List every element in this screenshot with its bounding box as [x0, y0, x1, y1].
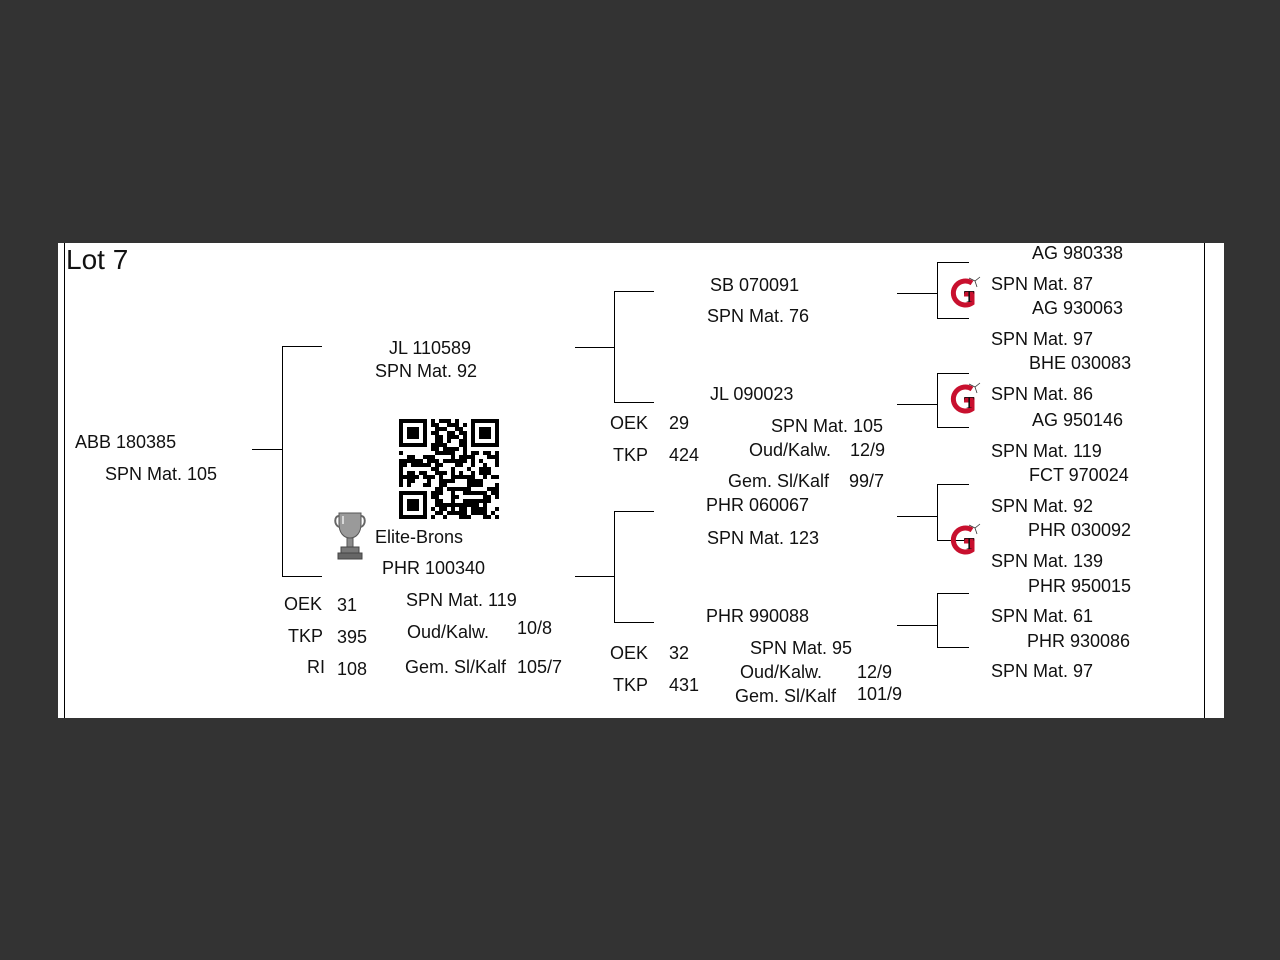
sire-dam-tkp-label: TKP: [613, 445, 649, 465]
dam-dam-tkp-label: TKP: [613, 675, 649, 695]
dam-dam-tkp-value: 431: [669, 675, 700, 695]
gen3-mat: SPN Mat. 86: [991, 384, 1094, 404]
bracket-line: [575, 347, 614, 348]
pedigree-sheet: Lot 7 ABB 180385 SPN Mat. 105 JL 110589 …: [58, 243, 1224, 718]
bracket-line: [937, 593, 938, 648]
dam-gem-value: 105/7: [517, 657, 563, 677]
gen3-id: AG 930063: [1032, 298, 1124, 318]
dam-sire-id: PHR 060067: [706, 495, 810, 515]
trophy-icon: [334, 512, 366, 560]
gt-logo-icon: T: [950, 276, 981, 308]
gen3-id: PHR 950015: [1028, 576, 1132, 596]
bracket-line: [614, 511, 615, 623]
gt-logo-icon: T: [950, 382, 981, 414]
dam-oek-value: 31: [337, 595, 358, 615]
dam-dam-gem-label: Gem. Sl/Kalf: [735, 686, 837, 706]
gen3-mat: SPN Mat. 92: [991, 496, 1094, 516]
bracket-line: [937, 484, 969, 485]
bracket-line: [897, 404, 937, 405]
gen3-id: AG 950146: [1032, 410, 1124, 430]
left-border-line: [64, 243, 65, 718]
sire-dam-oek-label: OEK: [610, 413, 649, 433]
bracket-line: [937, 373, 969, 374]
sire-id: JL 110589: [389, 338, 472, 358]
dam-sire-mat: SPN Mat. 123: [707, 528, 820, 548]
dam-gem-label: Gem. Sl/Kalf: [405, 657, 507, 677]
sire-dam-id: JL 090023: [710, 384, 794, 404]
dam-dam-oud-label: Oud/Kalw.: [740, 662, 823, 682]
bracket-line: [937, 427, 969, 428]
dam-award: Elite-Brons: [375, 527, 464, 547]
svg-text:T: T: [964, 287, 975, 306]
gen3-id: PHR 030092: [1028, 520, 1132, 540]
bracket-line: [282, 576, 322, 577]
sire-dam-mat: SPN Mat. 105: [771, 416, 884, 436]
gen3-mat: SPN Mat. 119: [991, 441, 1102, 461]
dam-id: PHR 100340: [382, 558, 486, 578]
sire-dam-gem-label: Gem. Sl/Kalf: [728, 471, 830, 491]
bracket-line: [614, 291, 615, 403]
subject-id: ABB 180385: [75, 432, 177, 452]
dam-mat: SPN Mat. 119: [406, 590, 517, 610]
svg-text:T: T: [964, 393, 975, 412]
dam-dam-id: PHR 990088: [706, 606, 810, 626]
bracket-line: [614, 622, 654, 623]
dam-oek-label: OEK: [284, 594, 323, 614]
gen3-mat: SPN Mat. 97: [991, 661, 1094, 681]
bracket-line: [937, 262, 938, 319]
bracket-line: [937, 593, 969, 594]
sire-dam-gem-value: 99/7: [849, 471, 885, 491]
bracket-line: [575, 576, 614, 577]
gen3-mat: SPN Mat. 61: [991, 606, 1094, 626]
gen3-id: PHR 930086: [1027, 631, 1131, 651]
bracket-line: [282, 346, 283, 577]
bracket-line: [614, 402, 654, 403]
right-border-line: [1204, 243, 1205, 718]
bracket-line: [614, 291, 654, 292]
bracket-line: [614, 511, 654, 512]
qr-code-icon: [399, 419, 499, 519]
bracket-line: [897, 293, 937, 294]
sire-dam-oud-value: 12/9: [850, 440, 886, 460]
svg-text:T: T: [964, 534, 975, 553]
subject-mat: SPN Mat. 105: [105, 464, 218, 484]
bracket-line: [252, 449, 282, 450]
lot-title: Lot 7: [66, 244, 129, 275]
dam-ri-value: 108: [337, 659, 368, 679]
gt-logo-icon: T: [950, 523, 981, 555]
sire-sire-id: SB 070091: [710, 275, 800, 295]
bracket-line: [282, 346, 322, 347]
bracket-line: [937, 484, 938, 541]
dam-dam-mat: SPN Mat. 95: [750, 638, 853, 658]
gen3-id: AG 980338: [1032, 243, 1124, 263]
dam-dam-gem-value: 101/9: [857, 684, 903, 704]
bracket-line: [897, 625, 937, 626]
dam-ri-label: RI: [307, 657, 325, 677]
bracket-line: [937, 262, 969, 263]
dam-tkp-label: TKP: [288, 626, 324, 646]
dam-dam-oek-label: OEK: [610, 643, 649, 663]
dam-dam-oek-value: 32: [669, 643, 690, 663]
sire-dam-oek-value: 29: [669, 413, 690, 433]
sire-mat: SPN Mat. 92: [375, 361, 478, 381]
gen3-mat: SPN Mat. 97: [991, 329, 1094, 349]
sire-dam-oud-label: Oud/Kalw.: [749, 440, 832, 460]
sire-dam-tkp-value: 424: [669, 445, 700, 465]
dam-dam-oud-value: 12/9: [857, 662, 893, 682]
bracket-line: [937, 647, 969, 648]
gen3-mat: SPN Mat. 139: [991, 551, 1104, 571]
bracket-line: [937, 373, 938, 428]
bracket-line: [937, 318, 969, 319]
gen3-id: FCT 970024: [1029, 465, 1129, 485]
dam-tkp-value: 395: [337, 627, 368, 647]
gen3-id: BHE 030083: [1029, 353, 1132, 373]
sire-sire-mat: SPN Mat. 76: [707, 306, 810, 326]
dam-oud-value: 10/8: [517, 618, 553, 638]
dam-oud-label: Oud/Kalw.: [407, 622, 490, 642]
bracket-line: [897, 516, 937, 517]
gen3-mat: SPN Mat. 87: [991, 274, 1094, 294]
